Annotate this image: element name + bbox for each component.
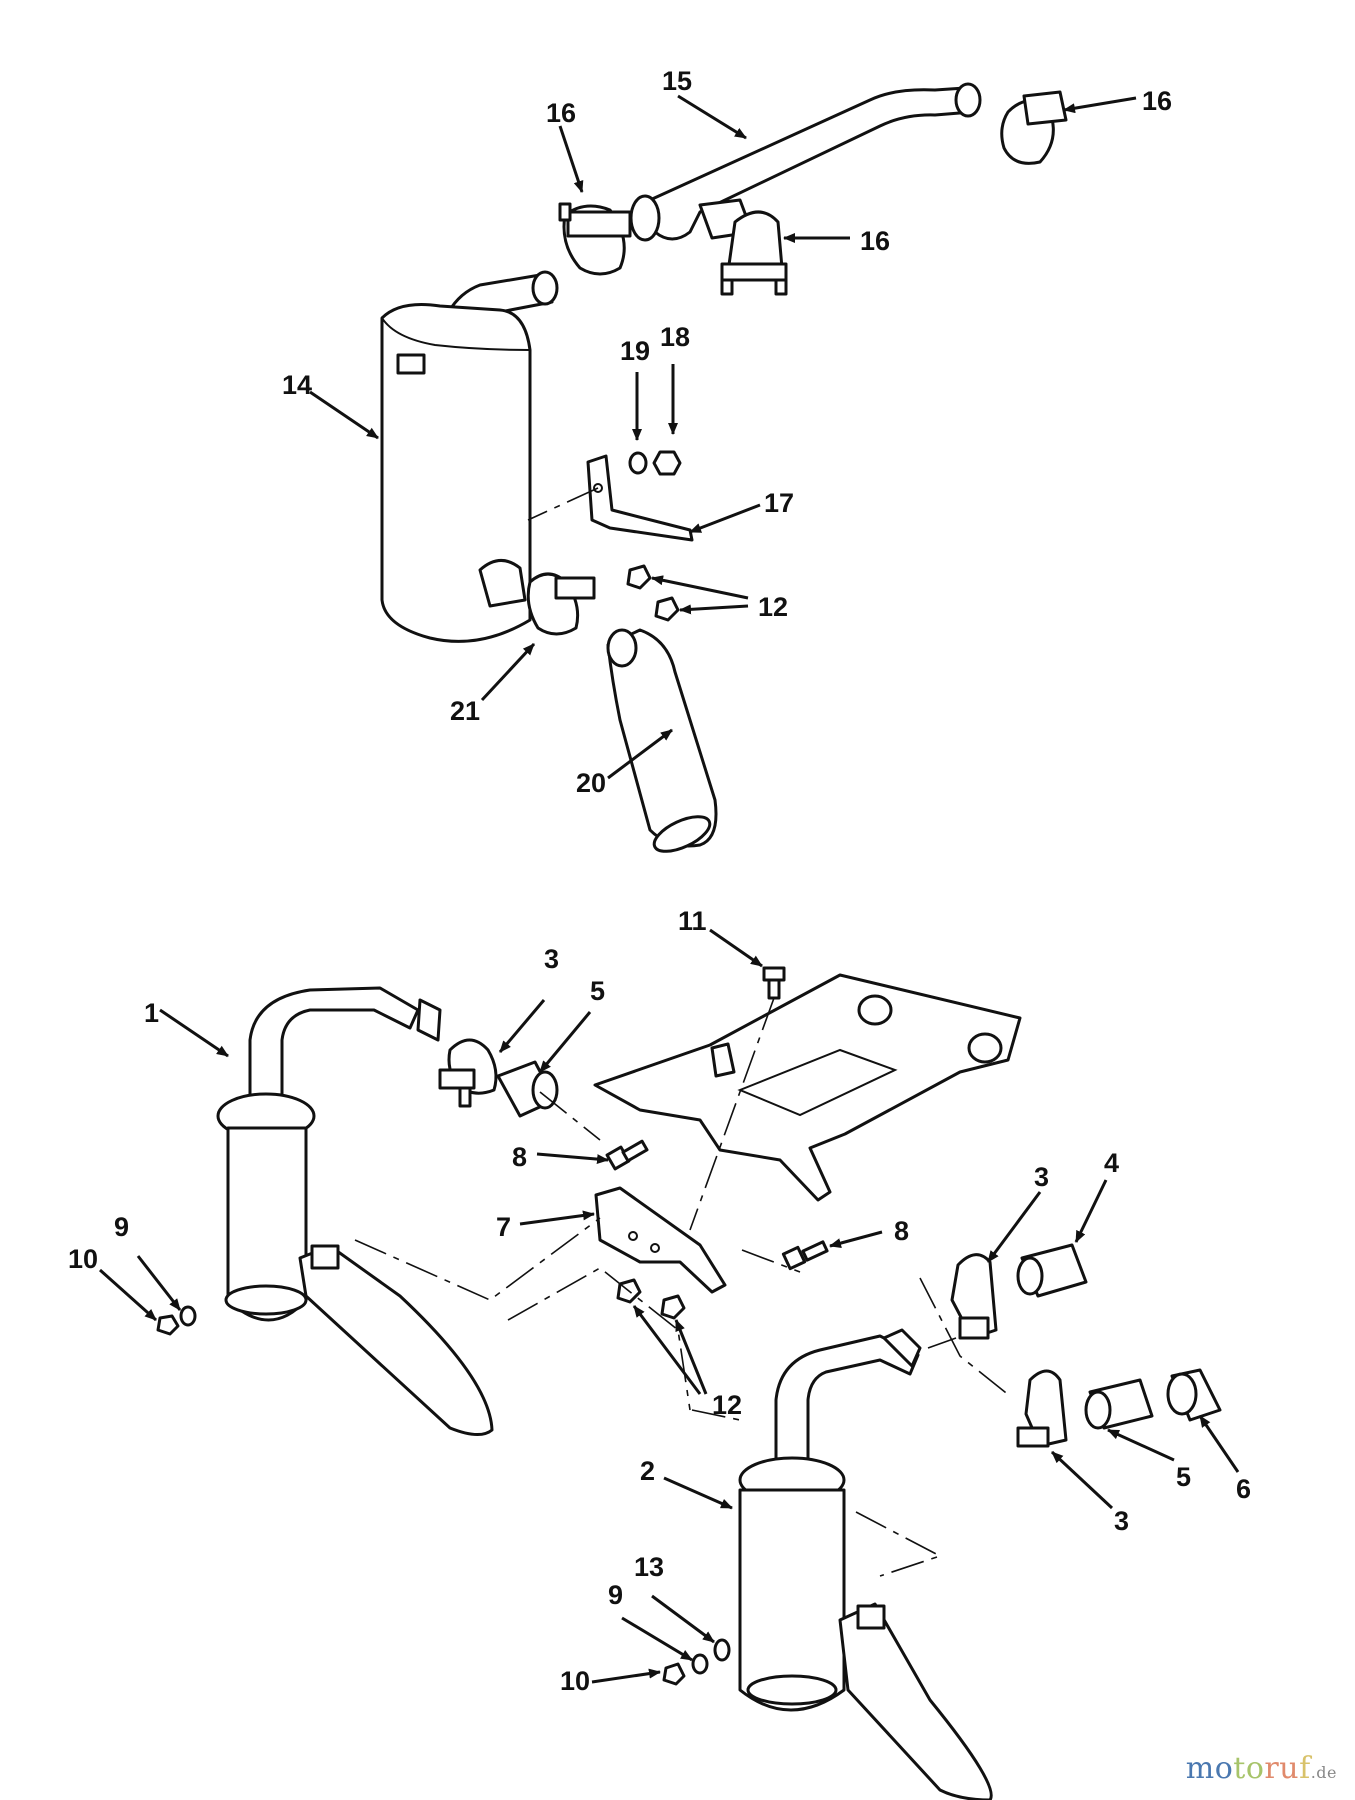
callout-13: 13 — [634, 1552, 664, 1582]
adapter-part-4 — [1016, 1243, 1088, 1298]
nut-part-10-lower — [662, 1662, 686, 1686]
callout-6: 6 — [1236, 1474, 1251, 1504]
callout-21: 21 — [450, 696, 480, 726]
bolt-part-11 — [689, 966, 786, 1231]
watermark-part-1: mo — [1185, 1751, 1234, 1786]
callout-12-upper: 12 — [758, 592, 788, 622]
watermark-part-2: to — [1233, 1751, 1265, 1786]
leader-arrows — [99, 94, 1240, 1684]
callout-3-lower: 3 — [1114, 1506, 1129, 1536]
tail-pipe-part-20 — [606, 628, 718, 853]
bolt-part-8-right — [781, 1240, 829, 1271]
watermark-part-3: ru — [1264, 1751, 1300, 1786]
callout-3-right: 3 — [1034, 1162, 1049, 1192]
callout-8-left: 8 — [512, 1142, 527, 1172]
coupler-part-6 — [1166, 1368, 1222, 1422]
u-clamp-part-16-left — [558, 202, 632, 276]
nut-part-10-left — [156, 1314, 180, 1336]
washer-part-13 — [713, 1638, 731, 1662]
watermark-suffix: .de — [1310, 1763, 1337, 1782]
callout-9-lower: 9 — [608, 1580, 623, 1610]
motoruf-watermark: motoruf.de — [1186, 1751, 1337, 1786]
mounting-plate — [593, 973, 1022, 1202]
bracket-part-17 — [527, 454, 694, 542]
callout-10-left: 10 — [68, 1244, 98, 1274]
bracket-part-7 — [594, 1186, 727, 1294]
callout-15: 15 — [662, 66, 692, 96]
callout-2: 2 — [640, 1456, 655, 1486]
u-clamp-part-16-right — [1000, 90, 1068, 165]
muffler-part-1 — [216, 986, 494, 1436]
nut-part-18 — [652, 450, 682, 476]
callout-7: 7 — [496, 1212, 511, 1242]
callout-10-lower: 10 — [560, 1666, 590, 1696]
callout-9-left: 9 — [114, 1212, 129, 1242]
nut-part-12-upper-b — [654, 596, 680, 622]
bolt-part-8-left — [605, 1139, 649, 1171]
callout-16-mid: 16 — [860, 226, 890, 256]
watermark-part-4: f — [1299, 1751, 1311, 1786]
adapter-part-5-lower — [1084, 1378, 1154, 1430]
callout-12-lower: 12 — [712, 1390, 742, 1420]
callout-4: 4 — [1104, 1148, 1119, 1178]
clamp-part-3-right-upper — [950, 1253, 998, 1340]
clamp-part-3-right-lower — [1016, 1369, 1068, 1448]
callout-5-lower: 5 — [1176, 1462, 1191, 1492]
callout-16-right: 16 — [1142, 86, 1172, 116]
u-clamp-part-16-mid — [720, 210, 788, 296]
callout-17: 17 — [764, 488, 794, 518]
callout-18: 18 — [660, 322, 690, 352]
callout-19: 19 — [620, 336, 650, 366]
callout-labels: 15 16 16 16 14 19 18 17 12 21 20 11 3 5 … — [68, 66, 1251, 1696]
callout-16-left: 16 — [546, 98, 576, 128]
nut-part-12-upper-a — [626, 564, 652, 590]
callout-11: 11 — [678, 906, 707, 936]
clamp-part-3-upper — [438, 1038, 498, 1108]
muffler-part-2 — [738, 1328, 993, 1800]
callout-5-upper: 5 — [590, 976, 605, 1006]
callout-14: 14 — [282, 370, 312, 400]
alignment-lines — [354, 1091, 1011, 1577]
callout-8-right: 8 — [894, 1216, 909, 1246]
callout-1: 1 — [144, 998, 159, 1028]
nut-part-12-lower-b — [660, 1294, 686, 1320]
callout-20: 20 — [576, 768, 606, 798]
muffler-heat-shield-part-14 — [380, 270, 559, 643]
clamp-part-21 — [526, 572, 596, 636]
callout-3-upper: 3 — [544, 944, 559, 974]
y-pipe-part-15 — [629, 82, 982, 242]
washer-part-9-lower — [691, 1653, 709, 1675]
washer-part-9-left — [179, 1305, 197, 1327]
adapter-part-5-upper — [496, 1060, 559, 1118]
washer-part-19 — [628, 451, 648, 475]
